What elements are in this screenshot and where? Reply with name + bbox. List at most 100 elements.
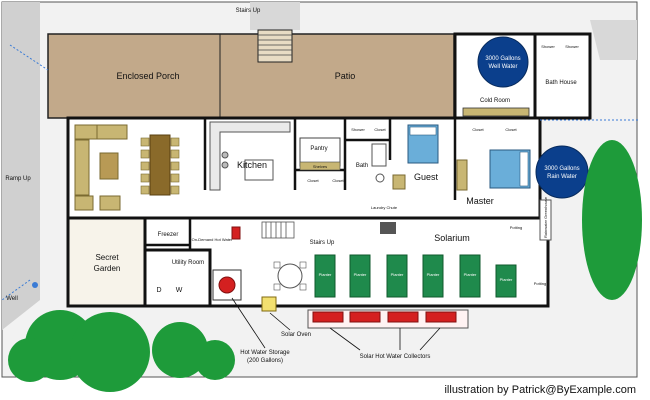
armchair-3 xyxy=(99,195,121,211)
planter-label: Planter xyxy=(354,272,367,277)
laundry-chute-label: Laundry Chute xyxy=(371,205,398,210)
on-demand-heater xyxy=(231,226,241,240)
mid-stairs xyxy=(261,221,295,239)
dotted-paths xyxy=(1,44,640,301)
coffee-table xyxy=(99,152,119,180)
rainwater-greenhouse-box xyxy=(539,199,552,241)
path-ground xyxy=(250,2,300,30)
bath-label: Bath xyxy=(356,163,368,169)
kitchen-island xyxy=(244,159,274,181)
collector-4 xyxy=(425,311,457,323)
closet-label-4: Closet xyxy=(472,127,484,132)
hot-water-storage-label-1: Hot Water Storage xyxy=(240,350,290,356)
solar-oven xyxy=(261,296,277,312)
closet-label-1: Closet xyxy=(307,178,319,183)
stove-burner-2 xyxy=(221,161,229,169)
well-water-tank xyxy=(477,36,529,88)
top-stairs-treads xyxy=(258,34,292,56)
kitchen-counter xyxy=(209,121,291,191)
planter-label: Planter xyxy=(391,272,404,277)
toilet xyxy=(375,173,385,183)
sofa-side xyxy=(74,139,90,196)
dining-chairs xyxy=(140,137,180,195)
well-label: Well xyxy=(6,296,18,302)
ramp-ground xyxy=(2,2,40,330)
collector-1 xyxy=(312,311,344,323)
porch-patio-area xyxy=(47,33,455,119)
guest-chair xyxy=(392,174,406,190)
tree-bottom-left-3 xyxy=(8,338,52,382)
utility-room-area xyxy=(143,248,212,308)
collector-2 xyxy=(349,311,381,323)
pantry-label: Pantry xyxy=(310,146,327,152)
planter-1 xyxy=(314,254,336,298)
enclosed-porch-label: Enclosed Porch xyxy=(116,71,179,81)
planter-2 xyxy=(349,254,371,298)
laundry-chute-box xyxy=(380,222,396,234)
washer-label: D xyxy=(156,287,161,294)
stove-burner xyxy=(221,151,229,159)
hot-water-storage-label-2: (200 Gallons) xyxy=(247,358,283,364)
callout-lines xyxy=(231,297,441,351)
freezer-label: Freezer xyxy=(158,232,179,238)
tree-bottom-left-2 xyxy=(70,312,150,392)
solar-collectors-label: Solar Hot Water Collectors xyxy=(360,354,431,360)
well-water-label-1: 3000 Gallons xyxy=(485,56,520,62)
shower-label-3: Shower xyxy=(565,44,579,49)
trees xyxy=(8,140,642,392)
patio-label: Patio xyxy=(335,71,356,81)
planter-label: Planter xyxy=(319,272,332,277)
interior-walls xyxy=(68,118,548,306)
shelves-label: Shelves xyxy=(313,164,327,169)
solar-collectors xyxy=(307,309,469,329)
cold-room-label: Cold Room xyxy=(480,98,510,104)
secret-garden-label-2: Garden xyxy=(94,264,121,273)
collector-3 xyxy=(387,311,419,323)
dining-table xyxy=(149,134,171,196)
stairs-up-top-label: Stairs Up xyxy=(236,8,261,14)
bath-house xyxy=(533,32,592,120)
closet-label-5: Closet xyxy=(505,127,517,132)
armchair xyxy=(74,124,98,140)
secret-garden-label-1: Secret xyxy=(95,253,119,262)
bath-tub xyxy=(371,143,387,167)
rain-water-tank xyxy=(535,145,589,199)
well-marker xyxy=(32,282,38,288)
pantry-shelves xyxy=(299,161,341,171)
master-label: Master xyxy=(466,196,494,206)
tree-bottom-mid xyxy=(152,322,208,378)
planters xyxy=(314,254,517,298)
armchair-2 xyxy=(74,195,94,211)
potting-label-2: Potting xyxy=(534,281,546,286)
solar-oven-label: Solar Oven xyxy=(281,332,311,338)
guest-label: Guest xyxy=(414,172,439,182)
planter-label: Planter xyxy=(427,272,440,277)
master-dresser xyxy=(456,159,468,191)
tree-right xyxy=(582,140,642,300)
bath-house-label: Bath House xyxy=(545,80,577,86)
potting-label: Potting xyxy=(510,225,522,230)
stairs-up-mid-label: Stairs Up xyxy=(310,240,335,246)
closet-label-2: Closet xyxy=(332,178,344,183)
planter-4 xyxy=(422,254,444,298)
dryer-label: W xyxy=(176,287,183,294)
shower-label: Shower xyxy=(351,127,365,132)
shower-label-2: Shower xyxy=(541,44,555,49)
hot-water-storage xyxy=(218,276,236,294)
solarium-table xyxy=(277,263,303,289)
tree-bottom-mid-2 xyxy=(195,340,235,380)
well-water-label-2: Well Water xyxy=(488,64,517,70)
cold-room-shelves xyxy=(462,107,530,117)
solarium-chairs xyxy=(273,261,307,291)
planter-6 xyxy=(495,264,517,298)
master-pillows xyxy=(519,151,529,187)
on-demand-label: On-Demand Hot Water xyxy=(192,237,233,242)
planter-label: Planter xyxy=(500,277,513,282)
kitchen-label: Kitchen xyxy=(237,160,267,170)
sofa-top xyxy=(96,124,128,140)
rainwater-greenhouse-label: Rainwater Greenhouse xyxy=(543,196,548,238)
solarium-label: Solarium xyxy=(434,233,470,243)
path-ground-right xyxy=(590,20,637,60)
